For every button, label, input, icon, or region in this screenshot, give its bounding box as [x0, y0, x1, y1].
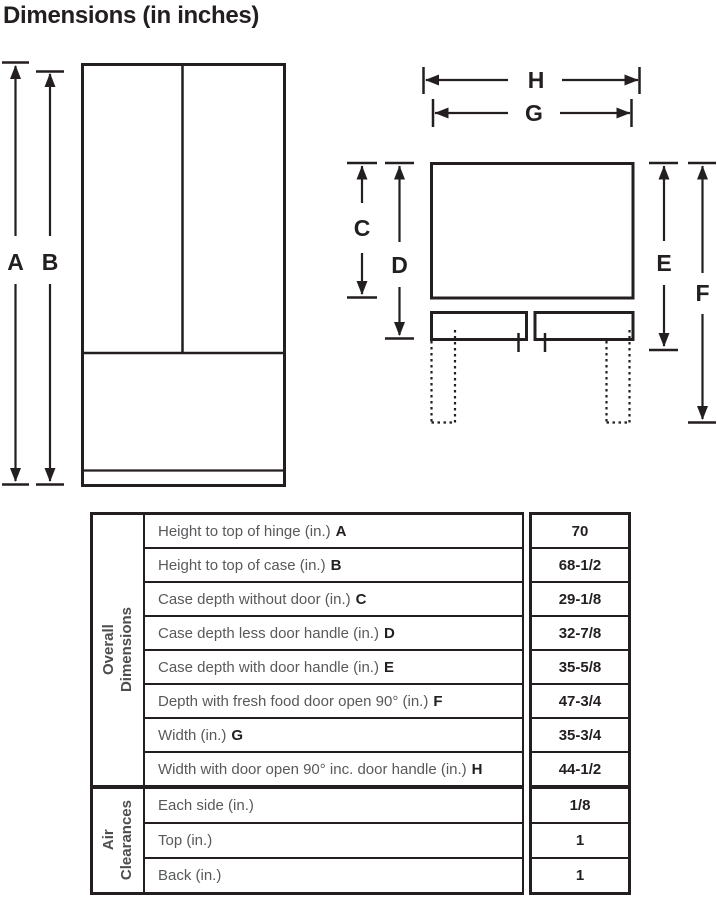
row-letter: C [355, 590, 367, 608]
dimensions-table: Overall Dimensions Height to top of hing… [90, 512, 631, 895]
section-header-label: Air Clearances [100, 800, 135, 881]
air-clearance-rows: Each side (in.) Top (in.) Back (in.) [145, 789, 522, 892]
section-air-clearances: Air Clearances Each side (in.) Top (in.)… [93, 789, 522, 892]
dimension-label-h: H [528, 67, 545, 93]
table-row: Depth with fresh food door open 90° (in.… [145, 683, 522, 717]
dimension-label-c: C [354, 215, 371, 241]
refrigerator-front-outline [81, 63, 286, 487]
doors-open-dashed-outline [430, 330, 631, 424]
table-row: Height to top of case (in.) B [145, 547, 522, 581]
overall-dimension-rows: Height to top of hinge (in.) A Height to… [145, 515, 522, 785]
doors-top-outline [430, 311, 635, 352]
row-label: Case depth less door handle (in.) [158, 624, 379, 642]
values-overall-dimensions: 70 68-1/2 29-1/8 32-7/8 35-5/8 47-3/4 35… [532, 515, 628, 789]
dimension-arrow-h: H [422, 67, 641, 94]
dimension-label-d: D [391, 252, 408, 278]
table-values-box: 70 68-1/2 29-1/8 32-7/8 35-5/8 47-3/4 35… [529, 512, 631, 895]
section-header-air-clearances: Air Clearances [93, 789, 145, 892]
row-letter: A [335, 522, 347, 540]
table-row: Height to top of hinge (in.) A [145, 515, 522, 547]
value-cell: 1 [532, 857, 628, 892]
table-row: Case depth without door (in.) C [145, 581, 522, 615]
row-letter: B [330, 556, 342, 574]
row-label: Each side (in.) [158, 797, 254, 814]
value-cell: 1 [532, 822, 628, 857]
dimension-arrow-g: G [431, 99, 633, 127]
dimension-arrow-c: C [347, 161, 377, 299]
section-header-overall-dimensions: Overall Dimensions [93, 515, 145, 785]
value-cell: 32-7/8 [532, 615, 628, 649]
value-cell: 1/8 [569, 797, 591, 814]
value-cell: 47-3/4 [532, 683, 628, 717]
table-labels-box: Overall Dimensions Height to top of hing… [90, 512, 524, 895]
dimension-arrow-d: D [385, 161, 414, 340]
section-header-label: Overall Dimensions [100, 607, 135, 693]
row-letter: E [383, 658, 394, 676]
table-row: Each side (in.) [145, 789, 522, 822]
row-label: Height to top of hinge (in.) [158, 522, 331, 540]
table-row: Case depth less door handle (in.) D [145, 615, 522, 649]
row-label: Back (in.) [158, 867, 222, 884]
row-label: Top (in.) [158, 832, 213, 849]
row-label: Width (in.) [158, 726, 227, 744]
value-cell: 35-3/4 [532, 717, 628, 751]
table-row: Width (in.) G [145, 717, 522, 751]
table-row: Top (in.) [145, 822, 522, 857]
table-row: Back (in.) [145, 857, 522, 892]
page-title: Dimensions (in inches) [3, 2, 260, 29]
section-overall-dimensions: Overall Dimensions Height to top of hing… [93, 515, 522, 789]
dimension-arrow-e: E [649, 161, 678, 352]
row-label: Height to top of case (in.) [158, 556, 326, 574]
row-label: Width with door open 90° inc. door handl… [158, 760, 467, 778]
value-cell: 68-1/2 [532, 547, 628, 581]
row-label: Case depth with door handle (in.) [158, 658, 379, 676]
dimension-label-g: G [525, 100, 543, 126]
front-view-diagram: A B [2, 61, 286, 487]
row-letter: H [471, 760, 483, 778]
table-row: Width with door open 90° inc. door handl… [145, 751, 522, 785]
values-air-clearances: 1/8 1 1 [532, 789, 628, 892]
row-letter: G [231, 726, 244, 744]
row-letter: F [433, 692, 443, 710]
top-view-diagram: H G [347, 67, 716, 424]
dimension-arrow-a: A [2, 61, 29, 486]
dimension-arrow-f: F [688, 161, 716, 424]
value-cell: 44-1/2 [532, 751, 628, 785]
value-cell: 35-5/8 [532, 649, 628, 683]
value-cell: 70 [571, 522, 589, 540]
dimension-diagrams: A B [2, 61, 716, 487]
table-row: Case depth with door handle (in.) E [145, 649, 522, 683]
refrigerator-case-top-outline [430, 162, 635, 300]
value-cell: 29-1/8 [532, 581, 628, 615]
dimension-label-e: E [656, 250, 671, 276]
dimension-label-f: F [695, 280, 709, 306]
row-letter: D [383, 624, 395, 642]
dimension-arrow-b: B [36, 70, 64, 486]
dimension-label-a: A [7, 249, 24, 275]
row-label: Depth with fresh food door open 90° (in.… [158, 692, 429, 710]
row-label: Case depth without door (in.) [158, 590, 351, 608]
dimension-label-b: B [42, 249, 59, 275]
